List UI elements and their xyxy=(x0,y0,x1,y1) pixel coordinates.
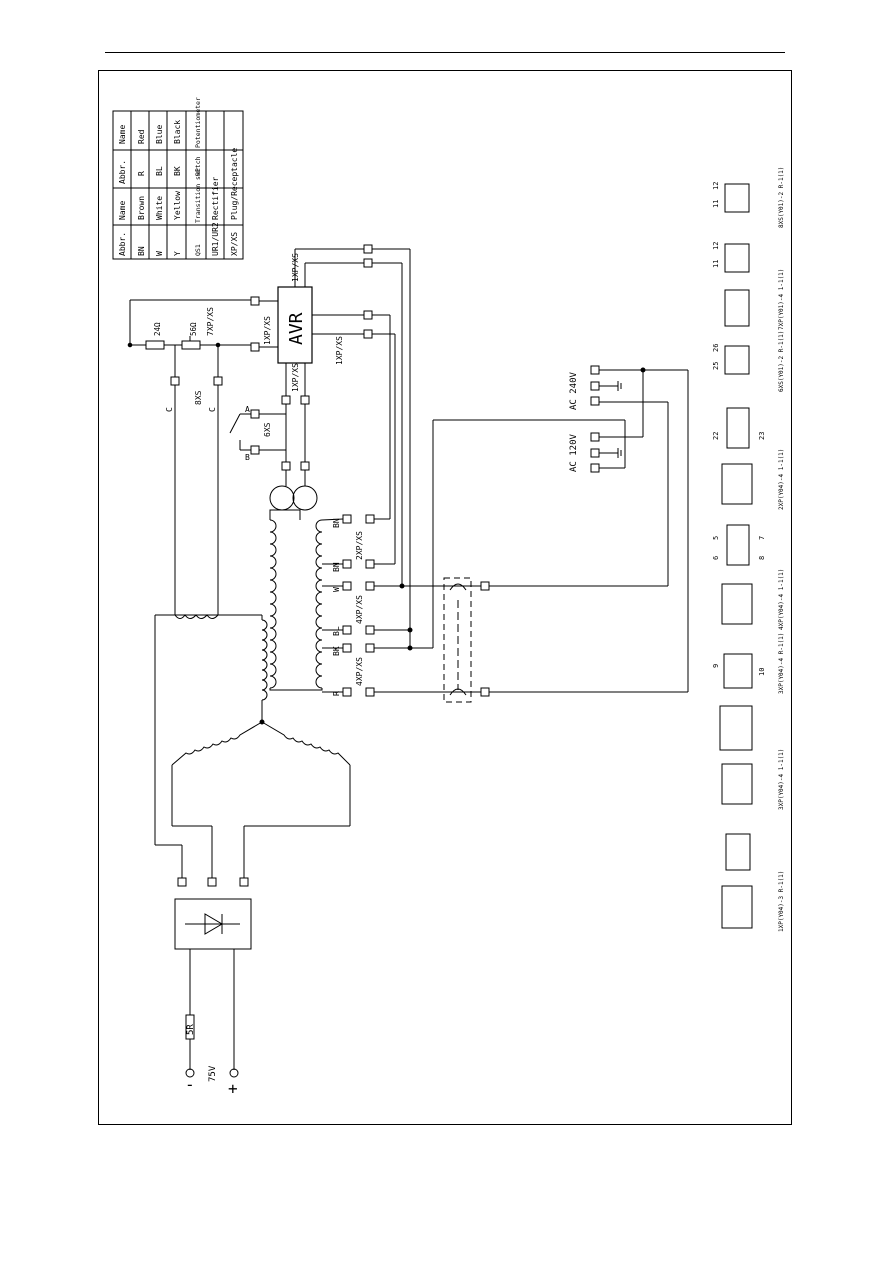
legend-head-abbr: Abbr. xyxy=(118,232,127,256)
detail-label-2: 6XS(Y01)-2 R-1(1) xyxy=(778,331,785,392)
ac120-label: AC 120V xyxy=(569,433,579,472)
legend-abbr-0: BN xyxy=(137,246,146,256)
ac-outlets xyxy=(433,365,688,473)
diagram-frame xyxy=(98,70,792,1125)
wire-label-4: BK xyxy=(332,646,341,656)
resistor-24-ohm xyxy=(145,340,165,350)
legend-name2-3: Potentiometer xyxy=(194,97,202,148)
wiring xyxy=(259,248,689,693)
resistor-24-label: 24Ω xyxy=(153,322,162,336)
wire-label-1: BN xyxy=(332,562,341,572)
legend-head-name2: Name xyxy=(118,125,127,144)
conn-label-2xp: 2XP/XS xyxy=(355,531,364,560)
conn-label-7xp: 7XP/XS xyxy=(206,307,215,336)
star-winding xyxy=(154,615,351,878)
pin-label-2: 11 xyxy=(712,260,720,268)
pin-label-13: 10 xyxy=(758,668,766,676)
dc-voltage-label: 75V xyxy=(208,1065,218,1082)
legend-name2-0: Red xyxy=(137,129,146,144)
legend-abbr-1: W xyxy=(155,251,164,256)
legend-abbr-5: XP/XS xyxy=(230,232,239,256)
output-connectors xyxy=(342,514,490,697)
wire-label-3: BL xyxy=(332,626,341,636)
wire-label-5: R xyxy=(332,691,341,696)
header-rule xyxy=(105,52,785,53)
legend-table: Abbr. Name Abbr. Name BN Brown R Red W W… xyxy=(112,97,244,260)
wire-label-8: C xyxy=(165,407,174,412)
dc-plus-terminal xyxy=(229,1068,239,1078)
legend-name2-1: Blue xyxy=(155,125,164,144)
pin-label-9: 6 xyxy=(712,556,720,560)
legend-name-1: White xyxy=(155,196,164,220)
legend-head-abbr2: Abbr. xyxy=(118,160,127,184)
conn-label-4xp-a: 4XP/XS xyxy=(355,595,364,624)
wire-label-0: BN xyxy=(332,518,341,528)
wire-label-2: W xyxy=(332,587,341,592)
detail-label-3: 2XP(Y04)-4 1-1(1) xyxy=(778,449,785,510)
legend-name-2: Yellow xyxy=(173,191,182,220)
connector-details xyxy=(719,183,753,929)
legend-abbr2-3: RP xyxy=(194,168,202,176)
legend-abbr2-0: R xyxy=(137,171,146,176)
pin-label-7: 23 xyxy=(758,432,766,440)
exciter-coil-b xyxy=(292,485,318,511)
pin-label-1: 12 xyxy=(712,182,720,190)
conn-label-1xp-left: 1XP/XS xyxy=(263,316,272,345)
wire-label-9: C xyxy=(208,407,217,412)
legend-abbr-2: Y xyxy=(173,251,182,256)
avr-label: AVR xyxy=(286,312,307,345)
pin-label-6: 22 xyxy=(712,432,720,440)
exciter-coil-a xyxy=(269,485,295,511)
pin-label-5: 26 xyxy=(712,344,720,352)
legend-abbr-3: QS1 xyxy=(194,244,202,256)
pin-label-0: 11 xyxy=(712,200,720,208)
legend-name-3: Transition switch xyxy=(194,156,202,223)
conn-label-6xs: 6XS xyxy=(263,422,272,437)
conn-label-1xp-right: 1XP/XS xyxy=(335,336,344,365)
dc-plus-label: + xyxy=(228,1079,238,1098)
pin-label-4: 25 xyxy=(712,362,720,370)
legend-name-4: Rectifier xyxy=(211,176,220,220)
legend-abbr2-1: BL xyxy=(155,166,164,176)
detail-label-4: 4XP(Y04)-4 1-1(1) xyxy=(778,569,785,630)
pin-label-3: 12 xyxy=(712,242,720,250)
fuse-label: 5R xyxy=(186,1024,196,1035)
pin-label-10: 7 xyxy=(758,536,766,540)
legend-abbr2-2: BK xyxy=(173,166,182,176)
resistor-56-label: 56Ω xyxy=(189,322,198,336)
conn-label-4xp-b: 4XP/XS xyxy=(355,657,364,686)
dc-minus-terminal xyxy=(185,1068,195,1078)
avr-module: AVR xyxy=(277,286,313,364)
stator-winding xyxy=(155,509,323,722)
detail-label-1: 7XP(Y01)-4 1-1(1) xyxy=(778,269,785,330)
detail-label-5: 3XP(Y04)-4 R-1(1) xyxy=(778,633,785,694)
dc-minus-label: - xyxy=(185,1075,195,1094)
pin-label-12: 9 xyxy=(712,664,720,668)
legend-head-name: Name xyxy=(118,201,127,220)
conn-label-8xs: 8XS xyxy=(194,390,203,405)
legend-name-5: Plug/Receptacle xyxy=(230,148,239,220)
avr-connectors xyxy=(250,244,373,405)
wire-label-10: A xyxy=(245,405,250,414)
conn-label-1xp-bottom: 1XP/XS xyxy=(291,363,300,392)
resistor-network xyxy=(127,299,251,619)
legend-name2-2: Black xyxy=(173,120,182,144)
legend-name-0: Brown xyxy=(137,196,146,220)
detail-label-0: 8XS(Y01)-2 R-1(1) xyxy=(778,167,785,228)
legend-abbr-4: UR1/UR2 xyxy=(211,222,220,256)
wire-label-11: B xyxy=(245,453,250,462)
potentiometer-56-ohm xyxy=(181,340,201,350)
rectifier-bridge xyxy=(174,877,252,1078)
circuit-breaker xyxy=(443,577,472,703)
pin-label-11: 8 xyxy=(758,556,766,560)
pin-label-8: 5 xyxy=(712,536,720,540)
detail-label-7: 1XP(Y04)-3 R-1(1) xyxy=(778,871,785,932)
transition-switch xyxy=(229,404,318,511)
ac240-label: AC 240V xyxy=(569,371,579,410)
detail-label-6: 3XP(Y04)-4 1-1(1) xyxy=(778,749,785,810)
